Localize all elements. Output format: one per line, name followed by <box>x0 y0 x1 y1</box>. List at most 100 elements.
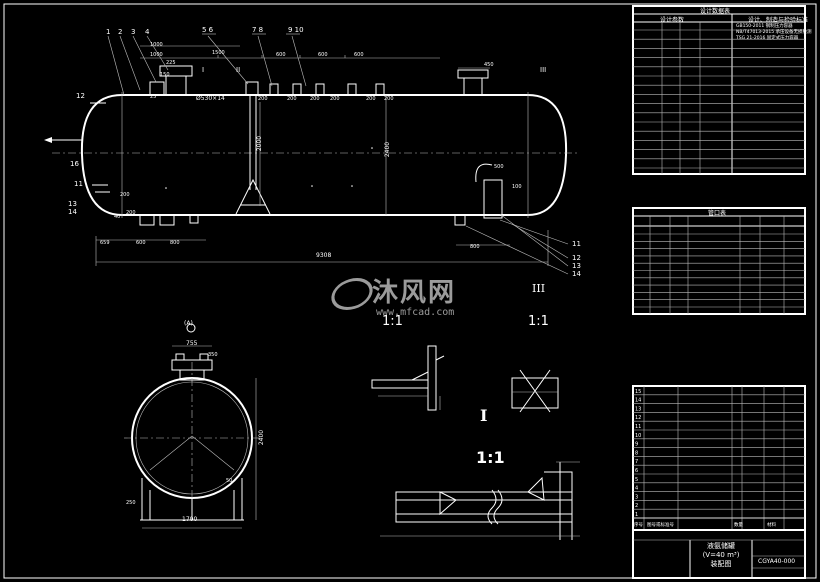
dimension-misc: 200 <box>126 210 136 216</box>
bom-header-code: 图号或标准号 <box>647 523 674 528</box>
part-number: 13 <box>68 200 77 208</box>
end-view-label: (A) <box>184 320 193 327</box>
bom-row-number: 6 <box>635 468 638 474</box>
dimension-chain-bottom <box>95 95 549 266</box>
end-view-height-dim: 2400 <box>258 429 266 446</box>
view-mark: I <box>202 66 204 74</box>
part-number: 11 <box>74 180 83 188</box>
part-number: 2 <box>118 28 122 36</box>
dimension-misc: 200 <box>384 96 394 102</box>
dimension-misc: 200 <box>330 96 340 102</box>
dimension-misc: 40 <box>114 214 120 220</box>
nozzle-table <box>632 207 806 315</box>
drawing-name-line1: 液氨储罐 <box>707 542 735 550</box>
detail-scale-a: 1:1 <box>382 314 403 329</box>
part-number: 3 <box>131 28 135 36</box>
part-number: 9 10 <box>288 26 304 34</box>
detail-section-III <box>511 369 559 413</box>
part-number: 1 <box>106 28 110 36</box>
dimension-misc: 100 <box>512 184 522 190</box>
dimension-bottom: 800 <box>470 244 480 250</box>
tech-table-standards: GB150-2011 钢制压力容器 NB/T47013-2015 承压设备无损检… <box>736 24 812 42</box>
end-view-dim: 50 <box>226 478 232 484</box>
dimension-top: 600 <box>276 52 286 58</box>
tech-table-head-left: 设计参数 <box>660 17 685 24</box>
tech-std-line: NB/T47013-2015 承压设备无损检测 <box>736 30 812 35</box>
tech-table-title: 设计数据表 <box>700 8 731 15</box>
detail-weld-bottom <box>380 461 580 540</box>
part-leaders-top <box>107 33 307 96</box>
title-block <box>632 529 806 579</box>
bom-row-number: 12 <box>635 415 641 421</box>
detail-weld-left <box>371 345 445 411</box>
dimension-bottom: 600 <box>136 240 146 246</box>
detail-scale-b: 1:1 <box>528 314 549 329</box>
part-number: 12 <box>76 92 85 100</box>
bom-row-number: 2 <box>635 503 638 509</box>
dimension-misc: 500 <box>494 164 504 170</box>
dimension-top: 600 <box>354 52 364 58</box>
part-number-right: 13 <box>572 262 581 270</box>
title-block-text: 液氨储罐 (V=40 m³) 装配图 <box>690 542 752 569</box>
bom-row-number: 14 <box>635 398 641 404</box>
bom-header-qty: 数量 <box>734 523 743 528</box>
dimension-misc: 200 <box>258 96 268 102</box>
dimension-misc: 200 <box>366 96 376 102</box>
dimension-bottom: 659 <box>100 240 110 246</box>
drawing-name-line3: 装配图 <box>710 560 732 568</box>
tech-std-line: GB150-2011 钢制压力容器 <box>736 24 793 29</box>
bom-row-number: 11 <box>635 424 641 430</box>
detail-mark-I: I <box>480 406 488 425</box>
end-view-top-dim: 755 <box>186 340 198 347</box>
vessel-elevation <box>44 65 580 226</box>
end-view-dim: 250 <box>126 500 136 506</box>
bom-row-number: 10 <box>635 433 641 439</box>
height-dim: 2400 <box>384 141 392 158</box>
dimension-chain-top <box>140 45 490 69</box>
dimension-misc: 25 <box>150 94 156 100</box>
watermark-logo-text: 沐风网 <box>372 278 457 308</box>
view-mark: II <box>236 66 240 74</box>
part-number: 5 6 <box>202 26 214 34</box>
end-view-dim: 350 <box>208 352 218 358</box>
bom-header-no: 序号 <box>634 523 643 528</box>
end-view-width-dim: 1700 <box>182 516 198 523</box>
drawing-number: CGYA40-000 <box>758 558 796 565</box>
dimension-top: 1500 <box>212 50 225 56</box>
bom-row-number: 15 <box>635 389 641 395</box>
part-number: 16 <box>70 160 79 168</box>
nozzle-size-label: Ø530×14 <box>196 95 225 102</box>
bom-row-number: 8 <box>635 450 638 456</box>
dimension-misc: 200 <box>287 96 297 102</box>
bill-of-materials <box>632 385 806 531</box>
tech-std-line: TSG 21-2016 固定式压力容器 <box>736 36 799 41</box>
dimension-top: 450 <box>484 62 494 68</box>
part-number-right: 14 <box>572 270 581 278</box>
part-number: 4 <box>145 28 150 36</box>
part-number: 14 <box>68 208 77 216</box>
watermark-url: www.mfcad.com <box>376 307 455 318</box>
nozzle-table-title: 管口表 <box>708 210 727 217</box>
tech-table-head-right: 设计、制造与检验标准 <box>748 17 809 24</box>
bom-row-number: 4 <box>635 486 638 492</box>
bom-row-number: 9 <box>635 442 638 448</box>
tech-data-table <box>632 5 806 175</box>
bom-row-number: 7 <box>635 459 638 465</box>
bom-row-number: 3 <box>635 494 638 500</box>
dimension-top: 1000 <box>150 52 163 58</box>
drawing-name-line2: (V=40 m³) <box>702 551 740 559</box>
dimension-misc: 200 <box>310 96 320 102</box>
dimension-misc: 225 <box>166 60 176 66</box>
detail-mark-III: III <box>532 282 546 295</box>
dimension-bottom: 800 <box>170 240 180 246</box>
view-mark: III <box>540 66 546 74</box>
detail-scale-c: 1:1 <box>476 448 505 467</box>
bom-row-number: 13 <box>635 406 641 412</box>
dimension-misc: 150 <box>160 72 170 78</box>
bom-header-material: 材料 <box>767 523 776 528</box>
part-number-right: 11 <box>572 240 581 248</box>
bom-header: 序号 图号或标准号 名称 数量 材料 <box>633 520 805 530</box>
